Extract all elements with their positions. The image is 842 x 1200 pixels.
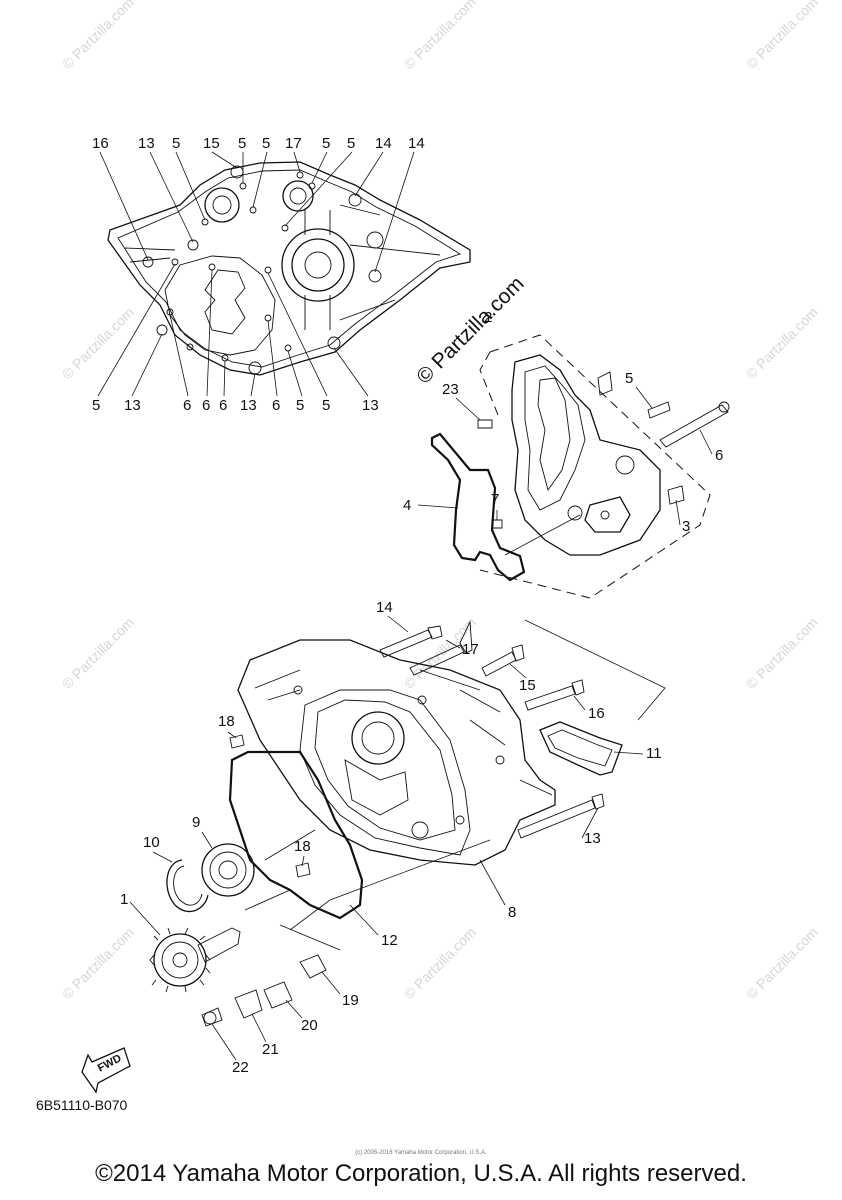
callout-label: 6 — [272, 397, 280, 414]
callout-label: 5 — [625, 370, 633, 387]
watermark: © Partzilla.com — [59, 0, 137, 72]
drawing-code: 6B51110-B070 — [36, 1097, 128, 1113]
callout-label: 15 — [519, 677, 536, 694]
callout-label: 19 — [342, 992, 359, 1009]
callout-label: 12 — [381, 932, 398, 949]
callout-label: 5 — [322, 397, 330, 414]
callout-label: 13 — [584, 830, 601, 847]
callout-label: 21 — [262, 1041, 279, 1058]
case-leader-lines — [129, 615, 644, 1061]
callout-label: 18 — [294, 838, 311, 855]
callout-label: 4 — [403, 497, 411, 514]
watermark: © Partzilla.com — [743, 924, 821, 1002]
pump-leader-lines — [417, 386, 713, 556]
callout-label: 14 — [408, 135, 425, 152]
copyright-notice: ©2014 Yamaha Motor Corporation, U.S.A. A… — [95, 1160, 747, 1187]
callout-label: 5 — [347, 135, 355, 152]
callout-label: 14 — [376, 599, 393, 616]
pump-callouts: 2 23 5 6 4 7 3 — [403, 309, 723, 535]
callout-label: 5 — [238, 135, 246, 152]
oil-pump-assembly — [430, 334, 730, 599]
callout-label: 1 — [120, 891, 128, 908]
callout-label: 7 — [491, 491, 499, 508]
callout-label: 5 — [262, 135, 270, 152]
fwd-arrow-icon: FWD — [81, 1047, 131, 1094]
callout-label: 16 — [92, 135, 109, 152]
callout-label: 3 — [682, 518, 690, 535]
callout-label: 6 — [715, 447, 723, 464]
watermark: © Partzilla.com — [59, 924, 137, 1002]
case-callouts: 14 17 15 16 18 11 9 18 13 10 8 1 12 19 2… — [120, 599, 662, 1076]
tiny-copyright: (c) 2005-2016 Yamaha Motor Corporation, … — [355, 1150, 487, 1156]
callout-label: 10 — [143, 834, 160, 851]
callout-label: 6 — [219, 397, 227, 414]
callout-label: 5 — [92, 397, 100, 414]
callout-label: 17 — [462, 641, 479, 658]
callout-label: 17 — [285, 135, 302, 152]
callout-label: 13 — [124, 397, 141, 414]
callout-label: 9 — [192, 814, 200, 831]
callout-label: 22 — [232, 1059, 249, 1076]
callout-label: 11 — [646, 745, 662, 762]
watermark: © Partzilla.com — [743, 614, 821, 692]
watermark: © Partzilla.com — [59, 614, 137, 692]
crankcase-cover-assembly — [149, 619, 666, 1027]
callout-label: 6 — [202, 397, 210, 414]
callout-label: 14 — [375, 135, 392, 152]
callout-label: 6 — [183, 397, 191, 414]
callout-label: 8 — [508, 904, 516, 921]
callout-label: 15 — [203, 135, 220, 152]
crankcase-outline — [107, 161, 471, 376]
watermark: © Partzilla.com — [743, 304, 821, 382]
watermark: © Partzilla.com — [743, 0, 821, 72]
top-callouts: 16 13 5 15 5 5 17 5 5 14 14 5 13 6 6 6 1… — [92, 135, 425, 414]
callout-label: 20 — [301, 1017, 318, 1034]
callout-label: 13 — [362, 397, 379, 414]
callout-label: 5 — [322, 135, 330, 152]
callout-label: 2 — [484, 309, 492, 326]
watermark: © Partzilla.com — [401, 924, 479, 1002]
top-leader-lines — [97, 151, 415, 397]
callout-label: 13 — [138, 135, 155, 152]
watermark-center: © Partzilla.com — [412, 272, 528, 388]
callout-label: 18 — [218, 713, 235, 730]
callout-label: 13 — [240, 397, 257, 414]
callout-label: 23 — [442, 381, 459, 398]
callout-label: 5 — [296, 397, 304, 414]
watermark: © Partzilla.com — [401, 0, 479, 72]
callout-label: 5 — [172, 135, 180, 152]
watermark: © Partzilla.com — [59, 304, 137, 382]
callout-label: 16 — [588, 705, 605, 722]
